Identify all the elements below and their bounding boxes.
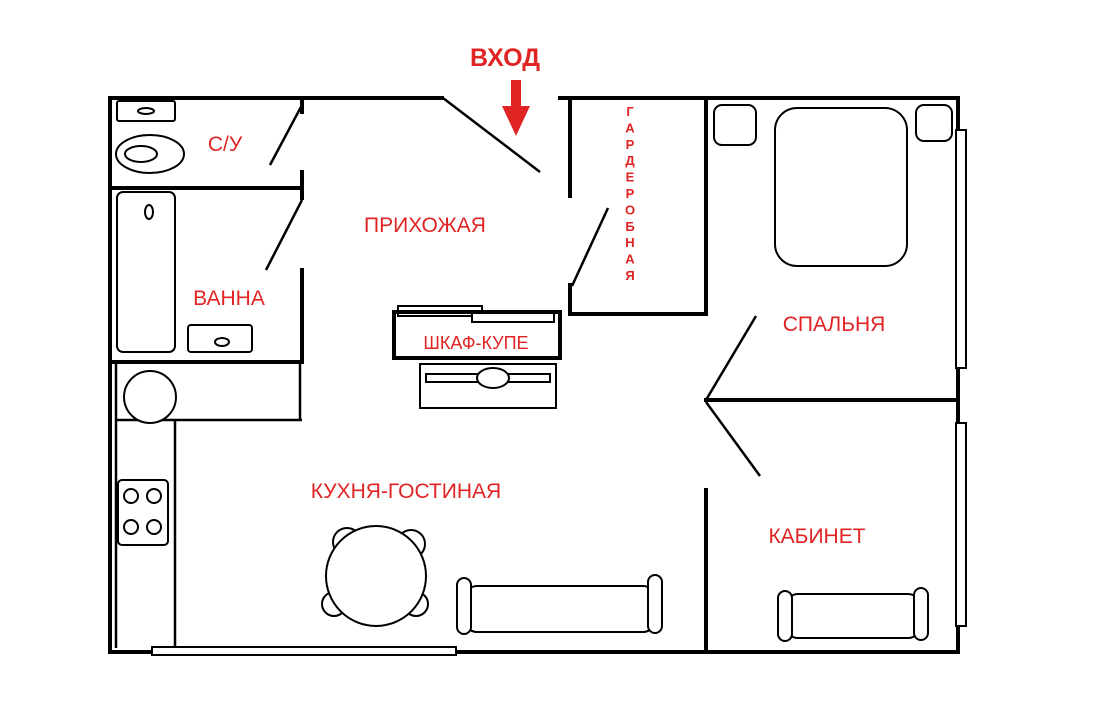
label-wardrobe-letter: Е <box>626 170 635 185</box>
bathtub-icon <box>116 191 176 353</box>
label-wardrobe-letter: О <box>625 202 635 217</box>
label-study: КАБИНЕТ <box>768 525 865 548</box>
label-wardrobe-letter: А <box>625 252 635 267</box>
label-wardrobe-letter: Б <box>625 219 634 234</box>
nightstand-right-icon <box>915 104 953 142</box>
sofa-armrest-right <box>647 574 663 634</box>
study-sofa <box>777 587 929 642</box>
bed <box>713 104 953 267</box>
door-bath <box>264 199 304 271</box>
bed-icon <box>774 107 908 267</box>
label-wardrobe-letter: Р <box>626 186 635 201</box>
door-entrance <box>442 97 541 173</box>
label-hallway: ПРИХОЖАЯ <box>364 214 486 237</box>
door-study <box>704 401 762 477</box>
label-entry: ВХОД <box>470 44 540 72</box>
label-kitchen-living: КУХНЯ-ГОСТИНАЯ <box>311 480 501 503</box>
label-wardrobe-letter: Р <box>626 137 635 152</box>
label-wardrobe-letter: А <box>625 120 635 135</box>
label-closet: ШКАФ-КУПЕ <box>423 333 528 353</box>
dining-table <box>321 525 429 627</box>
nightstand-left-icon <box>713 104 757 146</box>
door-wc <box>268 104 304 166</box>
kitchen-fixtures <box>117 370 177 546</box>
label-wardrobe-letter: Г <box>626 104 634 119</box>
door-wardrobe <box>570 207 610 287</box>
label-wardrobe-letter: Д <box>625 153 635 168</box>
stove-icon <box>117 479 169 546</box>
label-wardrobe-letter: Н <box>625 235 634 250</box>
label-bedroom: СПАЛЬНЯ <box>783 313 886 336</box>
wc-fixtures <box>115 100 185 174</box>
sofa-armrest-left <box>456 577 472 635</box>
window-kitchen <box>151 646 457 656</box>
tv-stand <box>419 363 557 409</box>
label-wardrobe-letter: Я <box>625 268 634 283</box>
sofa <box>456 574 663 635</box>
label-bath: ВАННА <box>193 287 265 310</box>
door-bedroom <box>704 315 758 401</box>
window-bedroom <box>955 129 967 369</box>
label-wc: С/У <box>208 133 243 156</box>
bath-fixtures <box>116 191 253 353</box>
doors <box>264 97 762 477</box>
window-study <box>955 422 967 627</box>
kitchen-sink-icon <box>123 370 177 424</box>
round-table-icon <box>325 525 427 627</box>
entry-arrow-icon <box>502 80 530 136</box>
closet <box>392 305 562 360</box>
